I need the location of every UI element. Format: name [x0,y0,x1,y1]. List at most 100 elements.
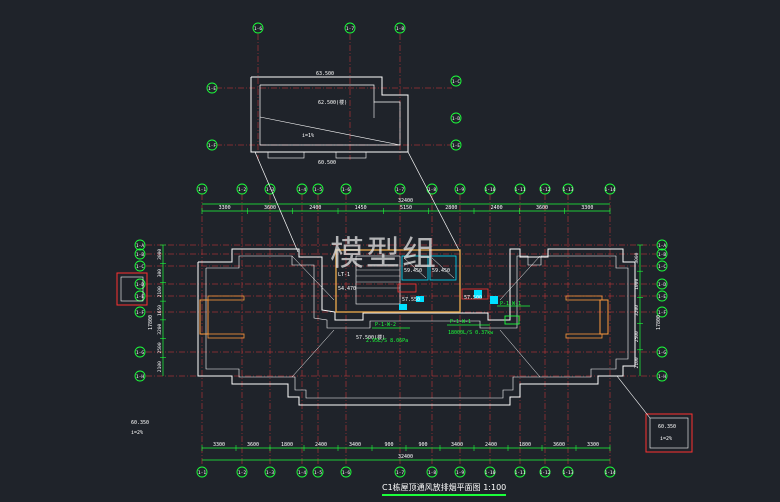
left-dim-text: 2500 [157,342,163,353]
axis-top-bubble [312,183,324,195]
axis-top-bubble [514,183,526,195]
axis-top-bubble [394,183,406,195]
drawing-title: C1栋屋顶通风放排烟平面图 1:100 [382,482,507,496]
detail-elev-main: 62.500(楼) [318,99,347,106]
bottom-dim-text: 3300 [587,442,599,448]
elev-mid-1: 59.450 [404,268,422,274]
axis-right-label: 1-E [658,294,667,300]
axis-bottom-bubble [196,466,208,478]
detail-axis-left-label: 1-E [208,86,217,92]
bottom-dim-text: 3600 [247,442,259,448]
lift-label: LT-1 [338,272,350,278]
detail-axis-top-bubble [344,22,356,34]
axis-right-bubble [656,370,668,382]
axis-top-label: 1-12 [539,187,550,193]
axis-right-bubble [656,248,668,260]
axis-bottom-label: 1-1 [198,470,207,476]
axis-bottom-bubble [426,466,438,478]
detail-axis-right-bubble [450,112,462,124]
axis-top-bubble [196,183,208,195]
top-dim-text: 2800 [445,205,457,211]
axis-left-label: 1-B [136,252,145,258]
right-dim-text: 2100 [634,357,640,368]
axis-bottom-label: 1-4 [298,470,307,476]
detail-axis-right-label: 1-E [452,143,461,149]
axis-right-bubble [656,290,668,302]
axis-bottom-bubble [264,466,276,478]
detail-axis-top-bubble [252,22,264,34]
axis-left-label: 1-E [136,294,145,300]
axis-bottom-label: 1-6 [342,470,351,476]
left-dim-text: 300 [157,269,163,278]
detail-axis-right-label: 1-D [452,116,461,122]
axis-top-label: 1-8 [428,187,437,193]
axis-right-bubble [656,306,668,318]
right-dim-text: 1000 [634,279,640,290]
axis-top-label: 1-5 [314,187,323,193]
detail-slope: i=1% [302,133,314,139]
left-box-elev: 60.350 [131,420,149,426]
left-total-dim: 17800 [148,315,154,330]
axis-top-label: 1-11 [514,187,525,193]
elev-mid-4: 57.500 [464,295,482,301]
axis-top-bubble [264,183,276,195]
detail-axis-right-label: 1-C [452,79,461,85]
building-outline [197,248,636,406]
overall-dimension-bottom: 32400 [398,454,413,460]
axis-top-label: 1-1 [198,187,207,193]
detail-elev-bot: 60.500 [318,160,336,166]
axis-top-bubble [539,183,551,195]
elev-left: 54.470 [338,286,356,292]
bottom-dim-text: 3600 [553,442,565,448]
top-dim-text: 3600 [264,205,276,211]
detail-axis-top-bubble [394,22,406,34]
axis-bottom-label: 1-12 [539,470,550,476]
axis-top-bubble [236,183,248,195]
right-dim-text: 3200 [634,305,640,316]
axis-top-label: 1-7 [396,187,405,193]
bottom-dim-text: 3400 [349,442,361,448]
axis-bottom-bubble [394,466,406,478]
axis-top-bubble [562,183,574,195]
elev-mid-3: 57.550 [402,297,420,303]
axis-top-bubble [484,183,496,195]
bottom-dim-text: 900 [384,442,393,448]
bottom-dim-text: 3300 [213,442,225,448]
right-box-slope: i=2% [660,436,672,442]
axis-top-label: 1-6 [342,187,351,193]
axis-right-label: 1-B [658,252,667,258]
detail-axis-left-label: 1-F [208,143,217,149]
axis-left-bubble [134,248,146,260]
axis-bottom-label: 1-7 [396,470,405,476]
overall-dimension-top: 32400 [398,198,413,204]
detail-axis-top-label: 1-8 [396,26,405,32]
detail-axis-top-label: 1-6 [254,26,263,32]
axis-right-label: 1-F [658,310,667,316]
bottom-dim-text: 2400 [315,442,327,448]
bottom-dim-text: 1800 [519,442,531,448]
axis-right-label: 1-C [658,264,667,270]
bottom-dim-text: 900 [418,442,427,448]
axis-top-bubble [604,183,616,195]
axis-top-label: 1-3 [266,187,275,193]
axis-top-label: 1-10 [484,187,495,193]
detail-axis-left-bubble [206,82,218,94]
axis-left-label: 1-A [136,243,145,249]
axis-left-bubble [134,260,146,272]
fan-2-label: P-1-W-1 [450,319,471,325]
axis-bottom-bubble [514,466,526,478]
top-dim-text: 3600 [536,205,548,211]
axis-bottom-bubble [604,466,616,478]
axis-right-bubble [656,239,668,251]
axis-right-bubble [656,278,668,290]
axis-right-label: 1-D [658,282,667,288]
fan-2-note: 18000L/S 0.37kw [448,330,494,336]
axis-left-label: 1-H [136,374,145,380]
axis-left-bubble [134,239,146,251]
axis-bottom-label: 1-11 [514,470,525,476]
axis-bottom-label: 1-13 [562,470,573,476]
detail-axis-right-bubble [450,75,462,87]
top-dim-text: 2400 [491,205,503,211]
elev-main: 57.500(楼) [356,334,385,341]
fan-1-note: 2.95L/S 8.06Pa [366,338,408,344]
